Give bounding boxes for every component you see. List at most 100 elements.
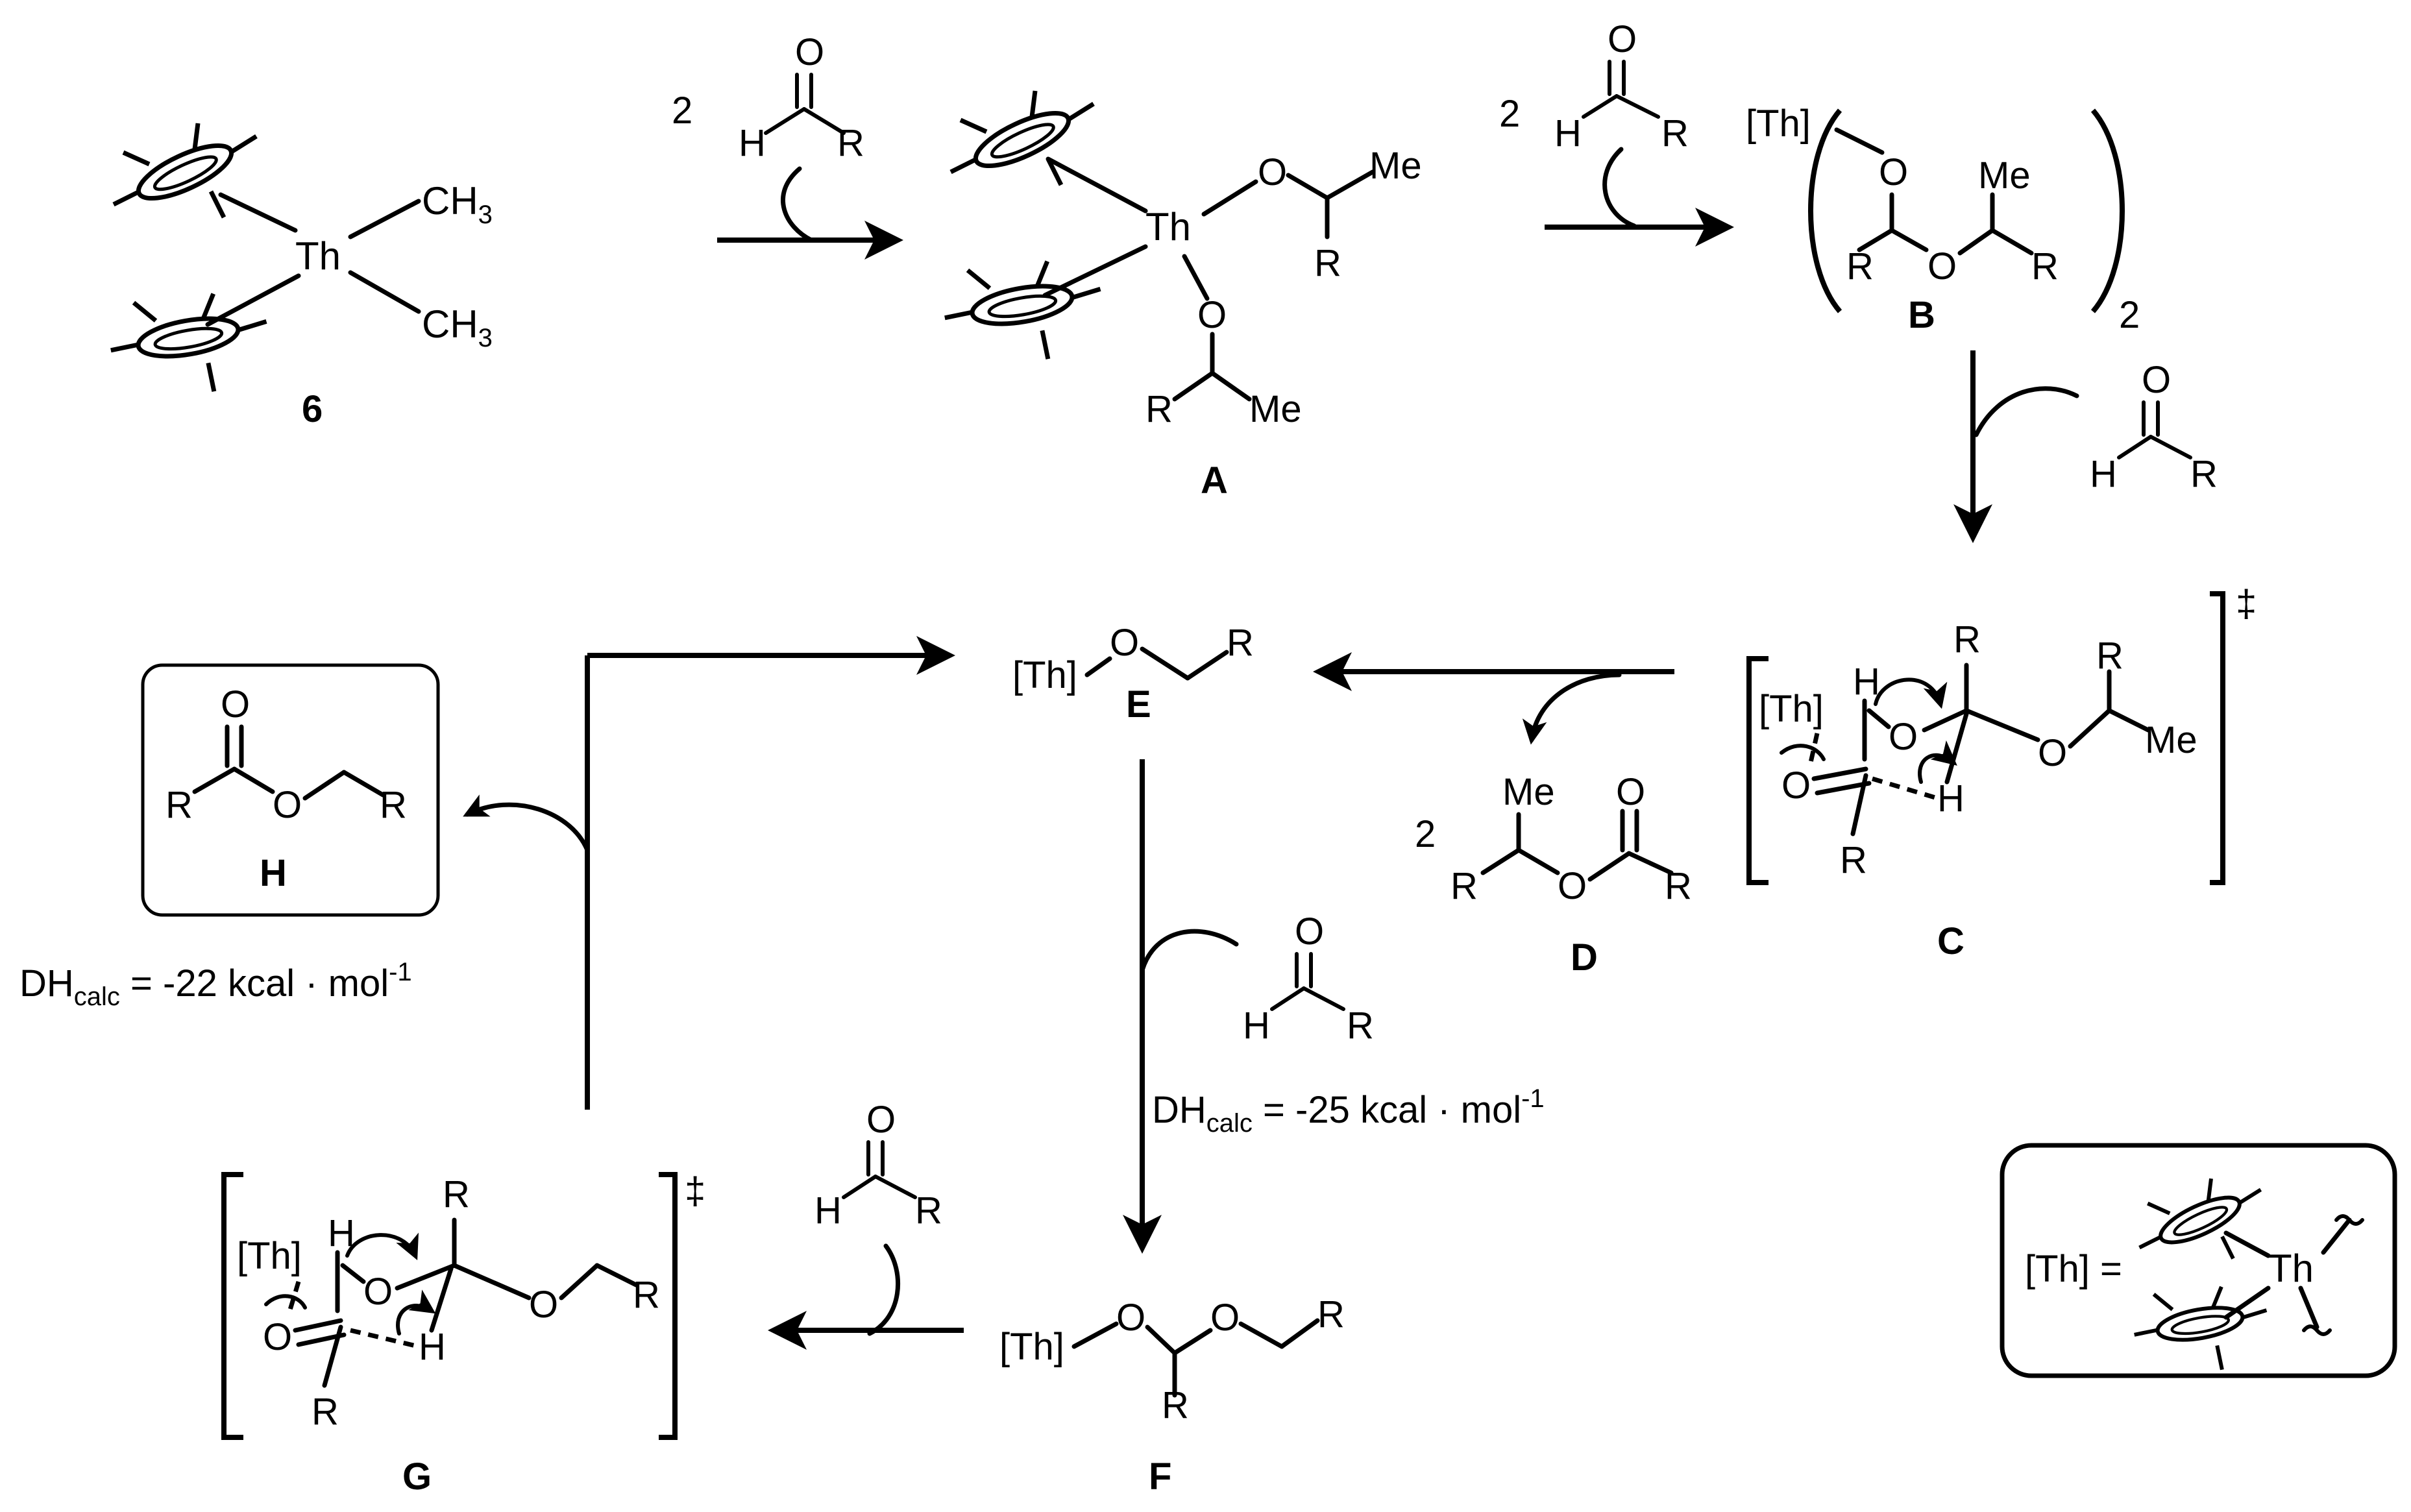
- curved-arrow-icon: [1602, 147, 1637, 228]
- dh-superscript: -1: [389, 958, 412, 986]
- dh-value: = -25 kcal · mol: [1253, 1089, 1521, 1131]
- R-group: R: [443, 1173, 470, 1215]
- methyl-label: Me: [1369, 145, 1422, 187]
- curved-arrow-icon: [1780, 744, 1826, 761]
- curved-arrow-icon: [780, 166, 814, 243]
- step-F-to-G: O H R: [768, 1099, 964, 1350]
- compound-label-F: F: [1149, 1456, 1171, 1498]
- th-bracket-label: [Th]: [999, 1326, 1064, 1368]
- aldehyde-H: H: [814, 1189, 842, 1232]
- aldehyde-R: R: [837, 122, 864, 164]
- oxygen: O: [1210, 1297, 1240, 1339]
- compound-label-B: B: [1908, 294, 1935, 336]
- energy-label-1: DHcalc = -22 kcal · mol-1: [19, 958, 412, 1011]
- compound-label-H: H: [260, 852, 287, 894]
- oxygen: O: [1110, 622, 1139, 664]
- cp-ring-icon: [108, 272, 270, 400]
- R-group: R: [380, 784, 407, 826]
- step-C-to-E: [1313, 652, 1674, 745]
- hydride-H: H: [1853, 661, 1880, 703]
- th-atom: Th: [295, 234, 341, 278]
- aldehyde-H: H: [2090, 453, 2117, 495]
- aldehyde-O: O: [795, 31, 824, 73]
- methyl-label: CH3: [422, 302, 493, 352]
- R-group: R: [1953, 618, 1981, 661]
- th-atom: Th: [2268, 1247, 2314, 1290]
- oxygen: O: [1889, 716, 1918, 758]
- th-bracket-label: [Th]: [1012, 654, 1077, 696]
- oxygen: O: [263, 1316, 292, 1358]
- aldehyde-O: O: [1295, 910, 1324, 953]
- compound-label-G: G: [402, 1456, 432, 1498]
- th-atom: Th: [1145, 205, 1191, 249]
- oxygen: O: [1258, 151, 1287, 193]
- curved-arrow-icon: [1874, 677, 1948, 709]
- oxygen: O: [273, 784, 302, 826]
- curved-arrow-icon: [867, 1243, 900, 1336]
- R-group: R: [1317, 1293, 1345, 1335]
- R-group: R: [2096, 635, 2123, 677]
- methyl-label: Me: [2145, 719, 2197, 761]
- hydride-H: H: [1937, 777, 1964, 820]
- dagger-symbol: ‡: [2236, 583, 2257, 625]
- dagger-symbol: ‡: [685, 1170, 705, 1212]
- aldehyde-R: R: [1347, 1005, 1374, 1047]
- compound-C: ‡ [Th] H O R O R Me O R H C: [1746, 583, 2257, 962]
- aldehyde-O: O: [2142, 359, 2171, 401]
- compound-A: Th O Me R O R Me A: [942, 91, 1422, 502]
- oxygen: O: [1558, 865, 1587, 907]
- R-group: R: [1840, 839, 1867, 881]
- cp-ring-icon: [942, 239, 1104, 367]
- oxygen: O: [1197, 294, 1227, 336]
- compound-F: [Th] O R O R F: [999, 1293, 1345, 1498]
- oxygen: O: [1616, 771, 1645, 813]
- compound-label-A: A: [1201, 459, 1228, 502]
- R-group: R: [1145, 388, 1173, 430]
- step-B-to-C: O H R: [1953, 350, 2218, 543]
- R-group: R: [165, 784, 193, 826]
- cp-ring-icon: [2140, 1178, 2261, 1258]
- stoich-2: 2: [672, 90, 692, 132]
- compound-label-C: C: [1937, 920, 1964, 962]
- R-group: R: [1314, 242, 1341, 284]
- aldehyde-O: O: [1608, 18, 1637, 60]
- th-bracket-label: [Th]: [1746, 103, 1811, 145]
- oxygen: O: [221, 683, 250, 726]
- methyl-label: Me: [1249, 388, 1302, 430]
- aldehyde-H: H: [739, 122, 766, 164]
- aldehyde-R: R: [915, 1189, 942, 1232]
- dh-symbol: DH: [1152, 1089, 1206, 1131]
- R-group: R: [1846, 245, 1874, 287]
- stoich-2: 2: [1499, 93, 1520, 135]
- dh-subscript: calc: [74, 982, 120, 1011]
- step-E-to-F: O H R DHcalc = -25 kcal · mol-1: [1123, 759, 1545, 1254]
- compound-D: 2 Me R O O R D: [1415, 771, 1692, 979]
- R-group: R: [1450, 865, 1478, 907]
- R-group: R: [312, 1391, 339, 1433]
- attachment-bond-icon: [2302, 1324, 2332, 1336]
- step-G-to-E: [463, 636, 955, 1110]
- aldehyde-H: H: [1243, 1005, 1270, 1047]
- dh-symbol: DH: [19, 962, 74, 1005]
- oxygen: O: [363, 1271, 393, 1313]
- step-A-to-B: 2 O H R: [1499, 18, 1734, 247]
- aldehyde-R: R: [2190, 453, 2218, 495]
- svg-text:DHcalc = -22 kcal · mol-1: DHcalc = -22 kcal · mol-1: [19, 958, 412, 1011]
- curved-arrow-icon: [345, 1232, 419, 1260]
- th-bracket-label: [Th]: [237, 1235, 302, 1277]
- aldehyde-O: O: [866, 1099, 896, 1141]
- compound-6: Th CH3 CH3 6: [108, 123, 493, 430]
- methyl-label: Me: [1978, 154, 2031, 197]
- attachment-bond-icon: [2334, 1214, 2364, 1226]
- R-group: R: [1665, 865, 1692, 907]
- methyl-label: CH3: [422, 179, 493, 229]
- compound-label-6: 6: [302, 388, 323, 430]
- R-group: R: [2031, 245, 2059, 287]
- curved-arrow-icon: [463, 794, 590, 853]
- dh-subscript: calc: [1206, 1109, 1253, 1138]
- th-definition-box: [Th] = Th: [2000, 1143, 2397, 1377]
- oxygen: O: [1879, 151, 1908, 193]
- R-group: R: [633, 1274, 660, 1316]
- aldehyde-R: R: [1661, 112, 1689, 154]
- dh-superscript: -1: [1521, 1084, 1545, 1113]
